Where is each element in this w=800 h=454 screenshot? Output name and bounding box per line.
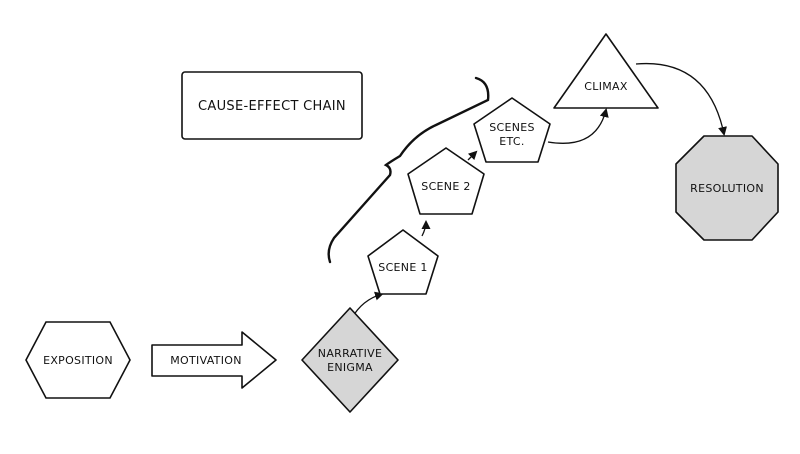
narrative-enigma-node: NARRATIVE ENIGMA	[301, 307, 399, 413]
resolution-label: RESOLUTION	[690, 182, 764, 195]
cause-effect-chain-box: CAUSE-EFFECT CHAIN	[181, 71, 363, 140]
scene1-label: SCENE 1	[378, 261, 427, 274]
motivation-node: MOTIVATION	[151, 331, 277, 389]
scene2-label: SCENE 2	[421, 180, 470, 193]
climax-node: CLIMAX	[553, 33, 659, 109]
climax-label: CLIMAX	[584, 80, 628, 93]
connector-scene2-to-scenes-etc	[467, 150, 478, 161]
connector-climax-to-resolution	[635, 62, 727, 136]
curly-brace	[327, 76, 490, 264]
scenes-etc-node: SCENES ETC.	[473, 97, 551, 163]
exposition-node: EXPOSITION	[25, 321, 131, 399]
connector-scenes-etc-to-climax	[547, 108, 609, 144]
exposition-label: EXPOSITION	[43, 354, 113, 367]
motivation-label: MOTIVATION	[170, 354, 241, 367]
connector-scene1-to-scene2	[421, 220, 431, 237]
cause-effect-chain-label: CAUSE-EFFECT CHAIN	[198, 99, 346, 114]
resolution-node: RESOLUTION	[675, 135, 779, 241]
scene1-node: SCENE 1	[367, 229, 439, 295]
scene2-node: SCENE 2	[407, 147, 485, 215]
narrative-enigma-label-line2: ENIGMA	[327, 361, 373, 374]
scenes-etc-label-line1: SCENES	[489, 121, 535, 134]
narrative-enigma-label-line1: NARRATIVE	[318, 347, 382, 360]
scenes-etc-label-line2: ETC.	[499, 135, 524, 148]
